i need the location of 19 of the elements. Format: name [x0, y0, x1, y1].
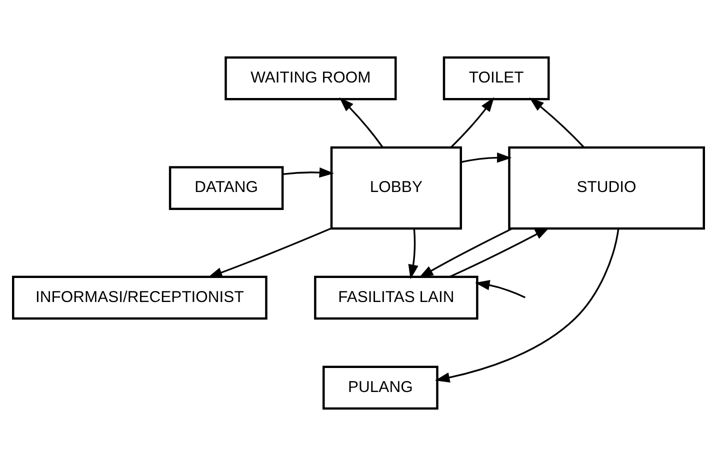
arrow [450, 96, 494, 148]
arrow [449, 226, 550, 278]
arrow [208, 227, 332, 278]
node-box: LOBBY [330, 146, 462, 230]
node-box: STUDIO [508, 146, 705, 230]
node-box: DATANG [168, 166, 284, 210]
arrow [529, 97, 584, 148]
arrow [435, 228, 620, 382]
arrow [408, 228, 418, 279]
node-box: PULANG [322, 365, 438, 410]
arrow [339, 96, 384, 148]
arrow [282, 166, 334, 178]
node-box: TOILET [442, 56, 550, 100]
arrow [418, 227, 513, 278]
arrow [460, 152, 512, 162]
arrow [475, 280, 526, 298]
node-box: WAITING ROOM [224, 56, 397, 100]
node-box: INFORMASI/RECEPTIONIST [12, 275, 268, 320]
node-box: FASILITAS LAIN [314, 275, 478, 320]
